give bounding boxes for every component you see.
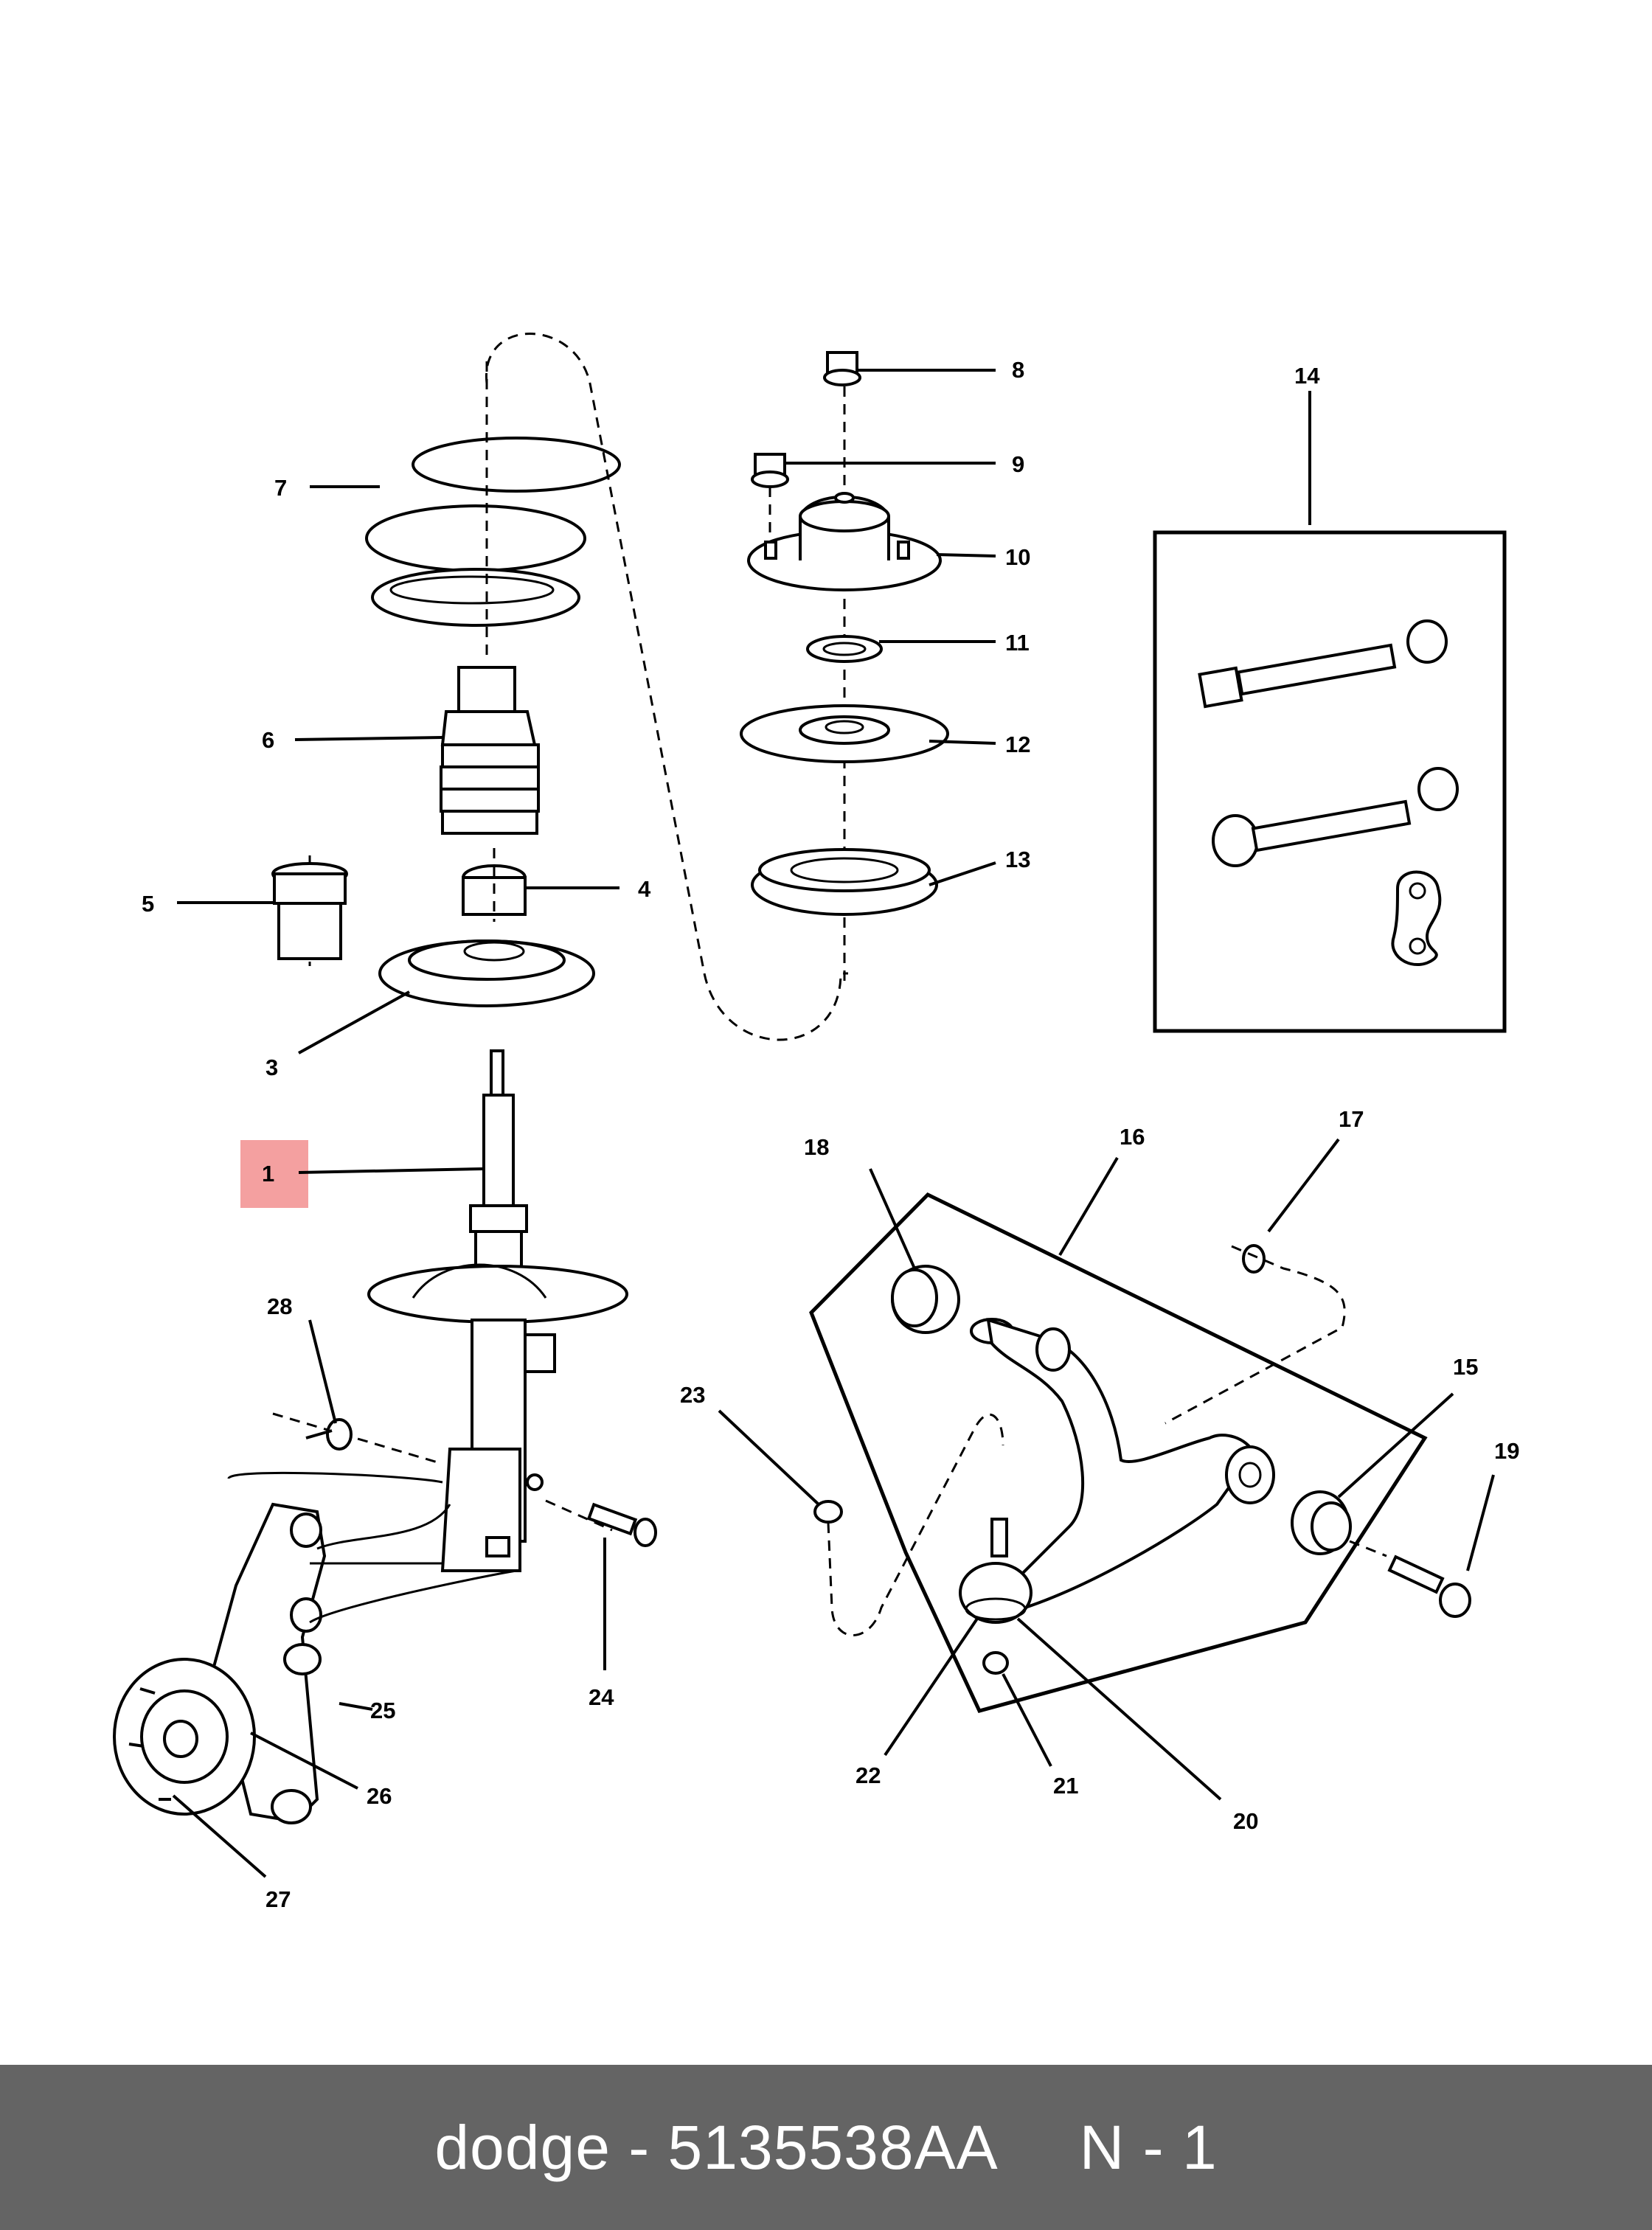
strut-bearing [806, 635, 883, 663]
nut-21 [982, 1651, 1009, 1675]
footer-title: dodge - 5135538AA [434, 2112, 999, 2182]
bushing-18 [891, 1265, 960, 1334]
callout-label: 24 [589, 1684, 614, 1710]
callout-label: 7 [274, 475, 287, 501]
callout-label: 20 [1233, 1808, 1258, 1834]
callout-label: 27 [266, 1886, 291, 1912]
upper-spring-seat [740, 704, 949, 763]
steering-knuckle-hub [113, 1502, 327, 1824]
callout-label: 26 [367, 1783, 392, 1809]
callout-label: 15 [1453, 1354, 1478, 1380]
callout-label: 12 [1005, 732, 1030, 757]
strut-assembly [367, 1049, 628, 1572]
callout-label: 23 [680, 1382, 705, 1408]
callout-label: 1 [262, 1161, 274, 1187]
knuckle-connection-lines [227, 1471, 517, 1624]
callout-label: 22 [856, 1762, 881, 1788]
spring-isolator [378, 939, 595, 1007]
bushing-15 [1291, 1490, 1352, 1555]
leader-lines [172, 369, 1495, 1878]
callout-label: 18 [804, 1134, 829, 1160]
callout-label: 17 [1339, 1106, 1364, 1132]
ball-joint [959, 1518, 1032, 1624]
bolt-19 [1349, 1540, 1471, 1618]
upper-isolator [751, 848, 938, 916]
callout-1-highlight [240, 1140, 308, 1208]
callout-label: 5 [142, 891, 154, 917]
callout-label: 19 [1494, 1438, 1519, 1464]
callout-label: 16 [1120, 1124, 1145, 1150]
footer-page: N - 1 [1079, 2112, 1218, 2182]
footer-bar: dodge - 5135538AA N - 1 [0, 2065, 1652, 2230]
callout-label: 14 [1294, 363, 1320, 389]
control-arm-group-bracket [809, 1192, 1428, 1713]
bolt-24 [545, 1499, 657, 1547]
callout-label: 4 [638, 876, 651, 902]
callout-label: 25 [370, 1698, 395, 1723]
callout-label: 10 [1005, 544, 1030, 570]
nut-28 [272, 1412, 443, 1465]
callout-label: 3 [266, 1055, 278, 1080]
nut-17 [1165, 1244, 1346, 1425]
suspension-exploded-diagram: 1 3 4 5 6 7 8 9 10 11 12 13 14 15 16 17 … [113, 333, 1519, 1912]
hardware-kit-box [1153, 391, 1507, 1033]
callout-label: 6 [262, 727, 274, 753]
callout-label: 8 [1012, 357, 1024, 383]
nut-8 [823, 351, 861, 386]
lower-control-arm [970, 1318, 1275, 1610]
callout-label: 9 [1012, 451, 1024, 477]
coil-spring [365, 361, 621, 656]
callout-label: 21 [1053, 1773, 1078, 1799]
dust-boot [462, 848, 527, 922]
callout-label: 13 [1005, 847, 1030, 872]
nut-9 [751, 453, 789, 538]
callout-labels: 1 3 4 5 6 7 8 9 10 11 12 13 14 15 16 17 … [142, 357, 1519, 1912]
strut-mount [747, 492, 942, 591]
assembly-loop-line [485, 333, 848, 1041]
bumper-cup [271, 855, 348, 966]
jounce-bumper [440, 666, 540, 835]
callout-label: 11 [1005, 630, 1030, 656]
bolt-23 [813, 1413, 1004, 1636]
callout-label: 28 [267, 1293, 292, 1319]
